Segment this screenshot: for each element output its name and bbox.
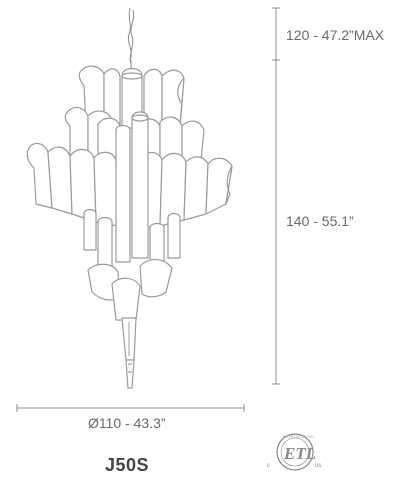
- chandelier-illustration: [26, 65, 233, 389]
- horizontal-dimension-line: [16, 404, 245, 412]
- fixture-diameter-label: Ø110 - 43.3”: [88, 415, 166, 431]
- model-number: J50S: [105, 455, 150, 475]
- etl-certification-icon: ETL c us INTERTEK LISTED: [267, 433, 321, 471]
- svg-text:c: c: [267, 463, 270, 469]
- fixture-height-label: 140 - 55.1”: [286, 213, 354, 229]
- vertical-dimension-line: [272, 7, 280, 385]
- svg-text:us: us: [315, 463, 321, 469]
- svg-text:INTERTEK LISTED: INTERTEK LISTED: [283, 435, 314, 439]
- suspension-length-label: 120 - 47.2”MAX: [286, 27, 385, 43]
- suspension-cables: [127, 7, 135, 74]
- svg-text:ETL: ETL: [283, 444, 316, 463]
